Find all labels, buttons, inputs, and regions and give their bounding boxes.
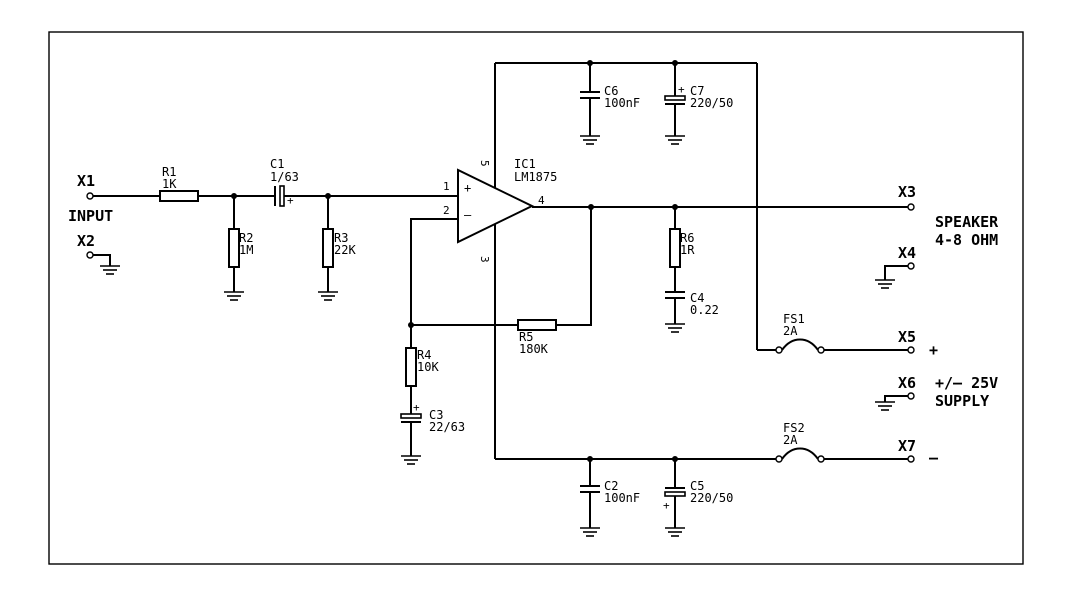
c4-ref: C4 — [690, 291, 704, 305]
c3-ref: C3 — [429, 408, 443, 422]
negative-supply-rail — [494, 224, 915, 463]
capacitor-c7: + — [664, 63, 686, 145]
svg-text:1: 1 — [443, 180, 450, 193]
x2-label: X2 — [77, 232, 95, 250]
svg-text:–: – — [464, 208, 472, 222]
svg-text:+: + — [464, 181, 471, 195]
svg-text:2: 2 — [443, 204, 450, 217]
c2-value: 100nF — [604, 491, 640, 505]
ground-icon — [100, 265, 120, 275]
svg-text:5: 5 — [478, 160, 491, 167]
input-section: + — [86, 185, 458, 301]
resistor-r6 — [669, 228, 681, 268]
r3-value: 22K — [334, 243, 356, 257]
output-section — [532, 203, 915, 411]
capacitor-c5: + — [663, 459, 686, 537]
fuse-fs2 — [781, 447, 819, 460]
c5-value: 220/50 — [690, 491, 733, 505]
supply-plus-label: + — [929, 341, 938, 359]
speaker-label-2: 4-8 OHM — [935, 231, 998, 249]
ic1-value: LM1875 — [514, 170, 557, 184]
ground-icon — [665, 323, 685, 333]
fs1-ref: FS1 — [783, 312, 805, 326]
connector-labels: X1 INPUT X2 X3 SPEAKER 4-8 OHM X4 X5 + X… — [68, 172, 999, 467]
ground-icon — [401, 455, 421, 465]
fuse-fs1 — [781, 338, 819, 351]
x4-label: X4 — [898, 244, 916, 262]
c4-value: 0.22 — [690, 303, 719, 317]
ground-icon — [875, 401, 895, 411]
feedback-network: + — [400, 207, 592, 465]
svg-text:+: + — [678, 83, 685, 96]
r3-ref: R3 — [334, 231, 348, 245]
r5-value: 180K — [519, 342, 549, 356]
r2-value: 1M — [239, 243, 253, 257]
terminal-x5 — [907, 346, 915, 354]
supply-label-1: +/– 25V — [935, 374, 998, 392]
fs2-value: 2A — [783, 433, 798, 447]
r2-ref: R2 — [239, 231, 253, 245]
c6-ref: C6 — [604, 84, 618, 98]
terminal-x3 — [907, 203, 915, 211]
r1-value: 1K — [162, 177, 177, 191]
resistor-r3 — [322, 228, 334, 268]
svg-text:+: + — [413, 401, 420, 414]
terminal-x2 — [86, 251, 94, 259]
ground-icon — [875, 279, 895, 289]
terminal-x7 — [907, 455, 915, 463]
supply-label-2: SUPPLY — [935, 392, 989, 410]
capacitor-c6 — [580, 63, 600, 145]
terminal-x4 — [907, 262, 915, 270]
x1-label: X1 — [77, 172, 95, 190]
r6-ref: R6 — [680, 231, 694, 245]
ground-icon — [580, 527, 600, 537]
component-labels: R1 1K R2 1M R3 22K C1 1/63 IC1 LM1875 C6… — [162, 84, 805, 505]
c5-ref: C5 — [690, 479, 704, 493]
input-label: INPUT — [68, 207, 113, 225]
ground-icon — [224, 291, 244, 301]
r4-value: 10K — [417, 360, 439, 374]
x7-label: X7 — [898, 437, 916, 455]
ic1-ref: IC1 — [514, 157, 536, 171]
speaker-label-1: SPEAKER — [935, 213, 999, 231]
c3-value: 22/63 — [429, 420, 465, 434]
r1-ref: R1 — [162, 165, 176, 179]
c7-ref: C7 — [690, 84, 704, 98]
c1-value: 1/63 — [270, 170, 299, 184]
resistor-r1 — [159, 190, 199, 202]
resistor-r4 — [405, 347, 417, 387]
fs1-value: 2A — [783, 324, 798, 338]
terminal-x1 — [86, 192, 94, 200]
c6-value: 100nF — [604, 96, 640, 110]
c1-ref: C1 — [270, 157, 284, 171]
ground-icon — [665, 527, 685, 537]
svg-text:+: + — [663, 499, 670, 512]
x3-label: X3 — [898, 183, 916, 201]
capacitor-c4 — [665, 291, 685, 299]
svg-text:3: 3 — [478, 256, 491, 263]
supply-minus-label: – — [929, 449, 939, 467]
x6-label: X6 — [898, 374, 916, 392]
diagram-border — [48, 31, 1024, 565]
x5-label: X5 — [898, 328, 916, 346]
resistor-r5 — [517, 319, 557, 331]
ground-icon — [665, 135, 685, 145]
svg-text:4: 4 — [538, 194, 545, 207]
capacitor-c2 — [580, 459, 600, 537]
ground-icon — [580, 135, 600, 145]
r6-value: 1R — [680, 243, 695, 257]
r4-ref: R4 — [417, 348, 431, 362]
r5-ref: R5 — [519, 330, 533, 344]
c2-ref: C2 — [604, 479, 618, 493]
svg-text:+: + — [287, 194, 294, 207]
ground-icon — [318, 291, 338, 301]
c7-value: 220/50 — [690, 96, 733, 110]
resistor-r2 — [228, 228, 240, 268]
terminal-x6 — [907, 392, 915, 400]
fs2-ref: FS2 — [783, 421, 805, 435]
